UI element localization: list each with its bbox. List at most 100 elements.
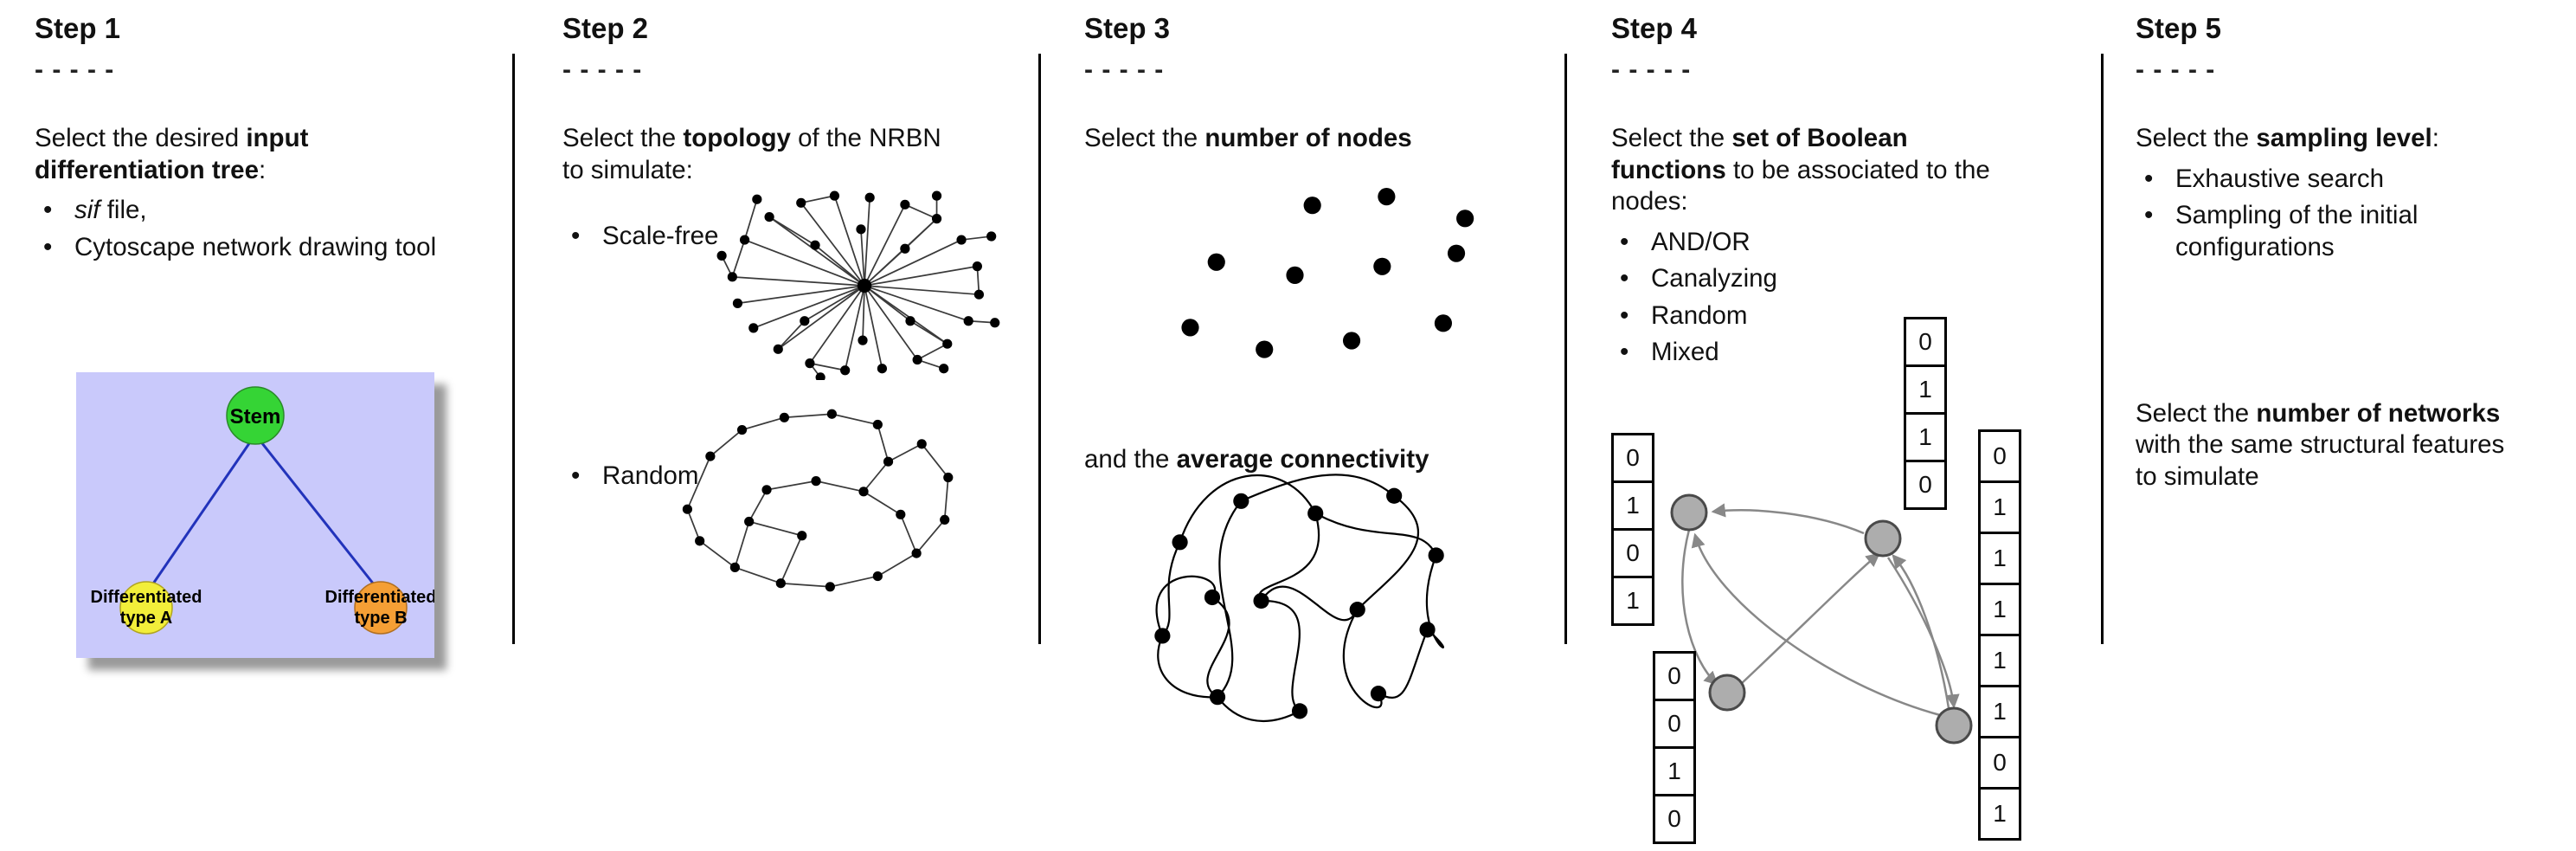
bullet-sampling: Sampling of the initial configurations xyxy=(2136,200,2516,263)
tangle-nodes xyxy=(1154,487,1444,719)
step-2-column: Step 2 - - - - - Select the topology of … xyxy=(562,0,1030,851)
instruction-bold: number of nodes xyxy=(1204,124,1412,152)
bullet-text: file, xyxy=(100,196,147,225)
step-2-option-random: Random xyxy=(562,455,699,493)
boolean-node xyxy=(1935,706,1973,745)
truth-table-cell: 1 xyxy=(1904,412,1947,462)
step-5-options: Exhaustive search Sampling of the initia… xyxy=(2136,164,2516,264)
tree-svg: Stem Differentiated type A Differentiate… xyxy=(76,372,434,658)
stem-node xyxy=(226,386,285,445)
bullet-text: Canalyzing xyxy=(1651,264,1777,293)
dash-separator: - - - - - xyxy=(35,55,115,84)
truth-table-cell: 0 xyxy=(1978,429,2021,483)
boolean-network-svg xyxy=(1670,493,1973,745)
step-5-instruction-2: Select the number of networks with the s… xyxy=(2136,398,2529,494)
random-network-image xyxy=(682,409,954,592)
boolean-nodes xyxy=(1670,493,1973,745)
instruction-text: of the NRBN to simulate: xyxy=(562,124,941,184)
instruction-text: : xyxy=(258,155,267,184)
truth-table-cell: 1 xyxy=(1904,364,1947,415)
scattered-nodes-image xyxy=(1181,188,1474,358)
truth-table-cell: 0 xyxy=(1978,736,2021,790)
boolean-node xyxy=(1708,674,1746,712)
instruction-bold: average connectivity xyxy=(1176,444,1429,474)
scale-free-network-image xyxy=(716,190,1000,380)
step-5-instruction: Select the sampling level: xyxy=(2136,123,2542,155)
column-divider xyxy=(2101,54,2104,644)
dash-separator: - - - - - xyxy=(562,55,643,84)
instruction-text: to be associated to the nodes: xyxy=(1611,155,1990,216)
instruction-text: Select the desired xyxy=(35,124,247,152)
truth-table-cell: 1 xyxy=(1978,685,2021,738)
step-3-instruction-2: and the average connectivity xyxy=(1084,445,1429,474)
truth-table-cell: 0 xyxy=(1904,460,1947,510)
type-b-label-line2: type B xyxy=(354,609,407,628)
truth-table-cell: 1 xyxy=(1653,746,1696,796)
truth-table-cell: 1 xyxy=(1978,480,2021,534)
truth-table-cell: 0 xyxy=(1653,651,1696,701)
instruction-bold: input differentiation tree xyxy=(35,124,309,184)
boolean-node xyxy=(1670,493,1708,532)
step-3-title: Step 3 xyxy=(1084,12,1171,44)
step-5-column: Step 5 - - - - - Select the sampling lev… xyxy=(2136,0,2566,851)
step-2-title: Step 2 xyxy=(562,12,649,44)
tangle-edges xyxy=(1155,474,1444,723)
bullet-random: Random xyxy=(562,461,699,493)
bullet-text: Random xyxy=(1651,300,1748,330)
bullet-canalyzing: Canalyzing xyxy=(1611,263,2092,295)
bullet-italic: sif xyxy=(74,196,100,225)
type-b-node xyxy=(354,581,408,635)
step-4-options: AND/OR Canalyzing Random Mixed xyxy=(1611,227,2092,369)
step-3-instruction: Select the number of nodes xyxy=(1084,123,1558,155)
dash-separator: - - - - - xyxy=(1084,55,1165,84)
bullet-sif-file: sif file, xyxy=(35,195,502,227)
type-a-label-line1: Differentiated xyxy=(91,588,202,607)
stem-label: Stem xyxy=(230,405,281,429)
step-1-title: Step 1 xyxy=(35,12,121,44)
bullet-text: Exhaustive search xyxy=(2175,164,2385,193)
instruction-text: with the same structural features to sim… xyxy=(2136,430,2505,492)
type-b-label-line1: Differentiated xyxy=(325,588,434,607)
bullet-cytoscape: Cytoscape network drawing tool xyxy=(35,232,502,264)
instruction-text: and the xyxy=(1084,444,1177,474)
tree-edge-a xyxy=(148,434,257,590)
bullet-scale-free: Scale-free xyxy=(562,221,1030,253)
type-a-node xyxy=(119,581,173,635)
step-2-instruction: Select the topology of the NRBN to simul… xyxy=(562,123,956,186)
truth-table-cell: 0 xyxy=(1611,433,1654,483)
instruction-text: Select the xyxy=(1084,124,1205,152)
truth-table-cell: 1 xyxy=(1978,634,2021,687)
instruction-text: Select the xyxy=(2136,124,2257,152)
instruction-bold: sampling level xyxy=(2256,124,2432,152)
step-5-title: Step 5 xyxy=(2136,12,2222,44)
truth-table-cell: 1 xyxy=(1611,480,1654,531)
bullet-text: Sampling of the initial configurations xyxy=(2175,201,2419,261)
step-2-option-scale-free: Scale-free xyxy=(562,221,1030,253)
truth-table-cell: 1 xyxy=(1611,576,1654,626)
column-divider xyxy=(1038,54,1041,644)
step-4-column: Step 4 - - - - - Select the set of Boole… xyxy=(1611,0,2092,851)
truth-table-cell: 0 xyxy=(1904,317,1947,367)
dash-separator: - - - - - xyxy=(1611,55,1692,84)
bullet-mixed: Mixed xyxy=(1611,337,2092,369)
truth-table-cell: 1 xyxy=(1978,583,2021,636)
instruction-text: : xyxy=(2431,124,2439,152)
instruction-text: Select the xyxy=(1611,124,1732,152)
bullet-random-functions: Random xyxy=(1611,300,2092,332)
step-1-options: sif file, Cytoscape network drawing tool xyxy=(35,195,502,263)
instruction-text: Select the xyxy=(2136,398,2257,428)
step-1-column: Step 1 - - - - - Select the desired inpu… xyxy=(35,0,502,851)
instruction-bold: topology xyxy=(683,124,791,152)
bullet-text: Mixed xyxy=(1651,338,1719,367)
connectivity-network-image xyxy=(1154,474,1444,723)
bullet-exhaustive-search: Exhaustive search xyxy=(2136,164,2516,196)
type-a-label-line2: type A xyxy=(120,609,172,628)
bullet-text: AND/OR xyxy=(1651,227,1751,256)
bullet-and-or: AND/OR xyxy=(1611,227,2092,259)
truth-table-cell: 0 xyxy=(1653,794,1696,844)
